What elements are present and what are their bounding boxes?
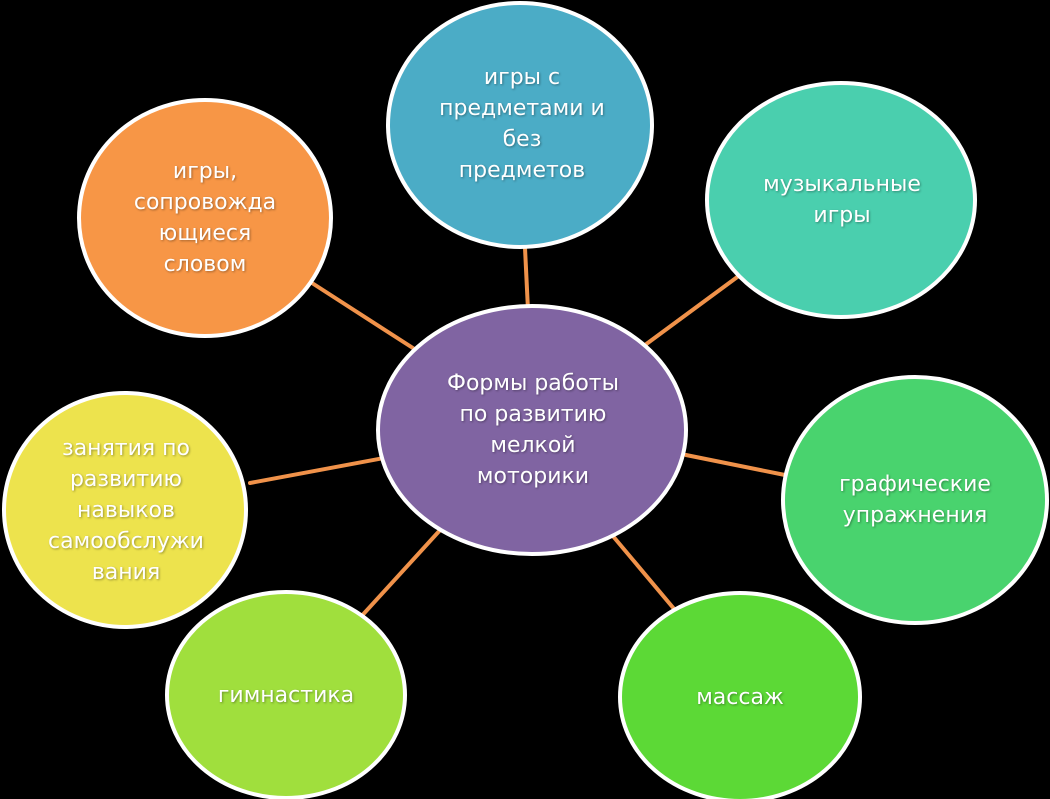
node-circle-bright-green <box>618 591 862 799</box>
node-circle-lime <box>165 590 407 799</box>
connector-teal <box>643 273 742 347</box>
connector-green <box>684 453 787 477</box>
node-circle-yellow <box>2 391 248 629</box>
node-circle-teal <box>705 81 977 319</box>
center-node-circle <box>376 304 688 556</box>
connector-blue <box>523 246 530 312</box>
connector-yellow <box>248 456 386 485</box>
connector-orange <box>310 281 418 352</box>
connector-bright-green <box>610 533 677 612</box>
connector-lime <box>356 526 444 622</box>
node-circle-green <box>781 375 1049 625</box>
node-circle-blue <box>386 1 654 249</box>
node-circle-orange <box>77 98 333 338</box>
